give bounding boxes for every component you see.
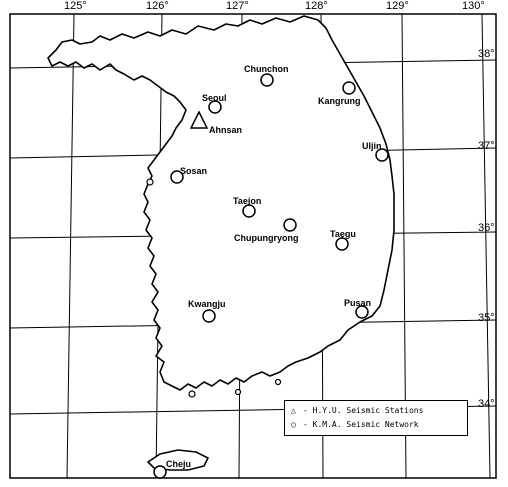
station-chupungryong-marker (283, 218, 297, 232)
legend-separator: - (303, 406, 308, 415)
longitude-label-130: 130° (462, 0, 485, 12)
small-islands (146, 178, 282, 398)
korea-landmass (47, 15, 395, 391)
meridian-130 (481, 13, 491, 479)
station-uljin-marker (375, 148, 389, 162)
station-cheju-marker (153, 465, 167, 479)
meridian-125 (66, 13, 75, 479)
legend-hyu-label: H.Y.U. Seismic Stations (312, 406, 424, 415)
circle-icon: ○ (291, 420, 296, 429)
latitude-label-37: 37° (478, 140, 495, 152)
station-ahnsan-marker (189, 110, 209, 129)
station-taegu-marker (335, 237, 349, 251)
latitude-label-36: 36° (478, 222, 495, 234)
station-label-ahnsan: Ahnsan (209, 125, 243, 135)
station-sosan-marker (170, 170, 184, 184)
station-chunchon-marker (260, 73, 274, 87)
longitude-label-127: 127° (226, 0, 249, 12)
station-kwangju-marker (202, 309, 216, 323)
latitude-label-38: 38° (478, 48, 495, 60)
latitude-label-35: 35° (478, 312, 495, 324)
station-label-chunchon: Chunchon (244, 64, 289, 74)
map-frame (9, 13, 497, 479)
station-label-taejon: Taejon (233, 196, 262, 206)
legend-separator: - (303, 420, 308, 429)
station-label-sosan: Sosan (180, 166, 208, 176)
station-label-kangrung: Kangrung (318, 96, 361, 106)
station-label-taegu: Taegu (330, 229, 356, 239)
station-label-seoul: Seoul (202, 93, 227, 103)
station-pusan-marker (355, 305, 369, 319)
legend-row-kma: ○- K.M.A. Seismic Network (291, 420, 419, 430)
station-label-chupungryong: Chupungryong (234, 233, 299, 243)
legend-kma-label: K.M.A. Seismic Network (312, 420, 419, 429)
longitude-label-126: 126° (146, 0, 169, 12)
longitude-label-129: 129° (386, 0, 409, 12)
station-label-cheju: Cheju (166, 459, 192, 469)
station-label-pusan: Pusan (344, 298, 372, 308)
longitude-label-125: 125° (64, 0, 87, 12)
station-seoul-marker (208, 100, 222, 114)
longitude-label-128: 128° (305, 0, 328, 12)
station-label-uljin: Uljin (362, 141, 382, 151)
legend-row-hyu: △- H.Y.U. Seismic Stations (291, 406, 423, 416)
latitude-label-34: 34° (478, 398, 495, 410)
station-taejon-marker (242, 204, 256, 218)
kma-station-markers (153, 73, 389, 479)
triangle-icon: △ (291, 406, 296, 415)
station-kangrung-marker (342, 81, 356, 95)
station-label-kwangju: Kwangju (188, 299, 226, 309)
map-legend: △- H.Y.U. Seismic Stations ○- K.M.A. Sei… (284, 400, 468, 436)
